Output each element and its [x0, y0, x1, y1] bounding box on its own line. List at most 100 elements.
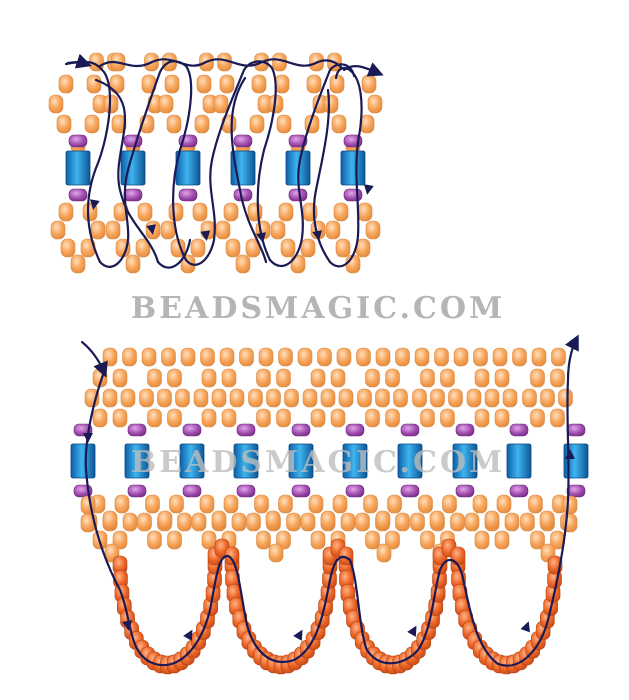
arrow-icon	[200, 230, 211, 241]
orange-seed-bead	[310, 368, 326, 388]
orange-seed-bead	[122, 512, 138, 532]
blue-cylinder-bead	[340, 150, 366, 186]
orange-seed-bead	[496, 494, 512, 514]
orange-seed-bead	[375, 510, 391, 530]
orange-seed-bead	[219, 74, 235, 94]
orange-seed-bead	[434, 347, 449, 367]
orange-seed-bead	[414, 347, 430, 367]
orange-seed-bead	[385, 368, 400, 388]
purple-bead	[400, 484, 420, 498]
orange-seed-bead	[355, 512, 370, 532]
bottom-pattern-beads	[70, 347, 589, 675]
orange-seed-bead	[254, 494, 269, 514]
orange-seed-bead	[258, 347, 274, 367]
arrow-head	[200, 230, 211, 241]
orange-seed-bead	[122, 347, 137, 367]
orange-seed-bead	[357, 388, 372, 408]
orange-seed-bead	[251, 74, 267, 94]
orange-seed-bead	[365, 408, 380, 428]
purple-bead	[236, 423, 256, 437]
orange-seed-bead	[474, 368, 490, 388]
orange-seed-bead	[167, 408, 182, 428]
orange-seed-bead	[410, 512, 425, 532]
orange-seed-bead	[211, 388, 227, 408]
orange-seed-bead	[375, 347, 391, 367]
orange-seed-bead	[102, 388, 118, 408]
orange-seed-bead	[540, 388, 555, 408]
arrow-head	[312, 230, 323, 241]
orange-seed-bead	[306, 74, 322, 94]
orange-seed-bead	[448, 388, 463, 408]
purple-bead	[566, 484, 586, 498]
orange-seed-bead	[60, 238, 76, 258]
purple-bead	[455, 423, 475, 437]
arrow-head	[83, 433, 93, 443]
thread-path	[230, 76, 268, 264]
thread-path	[94, 78, 160, 264]
orange-seed-bead	[266, 388, 281, 408]
orange-seed-bead	[111, 114, 127, 134]
orange-seed-bead	[494, 368, 510, 388]
orange-seed-bead	[335, 238, 351, 258]
orange-seed-bead	[223, 202, 239, 222]
orange-seed-bead	[512, 347, 527, 367]
orange-seed-bead	[112, 368, 128, 388]
blue-cylinder-bead	[233, 443, 259, 479]
orange-seed-bead	[387, 494, 402, 514]
orange-seed-bead	[229, 388, 245, 408]
orange-seed-bead	[551, 347, 566, 367]
orange-seed-bead	[365, 368, 380, 388]
orange-seed-bead	[472, 494, 488, 514]
purple-bead	[509, 423, 529, 437]
thread-path	[156, 238, 192, 269]
orange-seed-bead	[395, 347, 410, 367]
orange-seed-bead	[330, 368, 346, 388]
arrow-icon	[520, 621, 530, 633]
orange-seed-bead	[317, 347, 332, 367]
orange-seed-bead	[520, 512, 535, 532]
purple-bead	[509, 484, 529, 498]
orange-seed-bead	[473, 347, 488, 367]
orange-seed-bead	[157, 388, 172, 408]
orange-seed-bead	[522, 388, 537, 408]
blue-cylinder-bead	[288, 443, 314, 479]
arrow-icon	[312, 230, 323, 241]
orange-seed-bead	[175, 388, 190, 408]
orange-seed-bead	[530, 368, 545, 388]
orange-seed-bead	[112, 408, 128, 428]
orange-seed-bead	[137, 512, 152, 532]
watermark-middle: BEADSMAGIC.COM	[131, 291, 505, 326]
orange-seed-bead	[147, 368, 162, 388]
orange-seed-bead	[278, 202, 294, 222]
purple-bead	[566, 423, 586, 437]
orange-seed-bead	[166, 114, 182, 134]
orange-seed-bead	[357, 202, 373, 222]
orange-seed-bead	[340, 512, 356, 532]
orange-seed-bead	[274, 74, 290, 94]
purple-bead	[123, 188, 143, 202]
orange-seed-bead	[393, 388, 408, 408]
orange-seed-bead	[365, 530, 380, 550]
purple-bead	[182, 423, 202, 437]
purple-bead	[68, 134, 88, 148]
purple-bead	[236, 484, 256, 498]
orange-seed-bead	[494, 408, 510, 428]
orange-seed-bead	[167, 530, 182, 550]
arrow-icon	[122, 620, 133, 631]
orange-seed-bead	[225, 238, 241, 258]
orange-seed-bead	[56, 114, 72, 134]
orange-seed-bead	[268, 543, 284, 563]
arrow-head	[565, 449, 575, 459]
arrow-head	[122, 620, 133, 631]
orange-seed-bead	[199, 494, 215, 514]
top-pattern-diagram	[48, 52, 384, 274]
orange-seed-bead	[278, 494, 293, 514]
orange-seed-bead	[333, 202, 349, 222]
orange-seed-bead	[429, 510, 445, 530]
bottom-pattern-thread	[80, 334, 579, 667]
orange-seed-bead	[290, 254, 306, 274]
thread-path	[184, 60, 277, 266]
orange-seed-bead	[363, 494, 378, 514]
arrow-head	[293, 629, 303, 641]
orange-seed-bead	[221, 408, 237, 428]
